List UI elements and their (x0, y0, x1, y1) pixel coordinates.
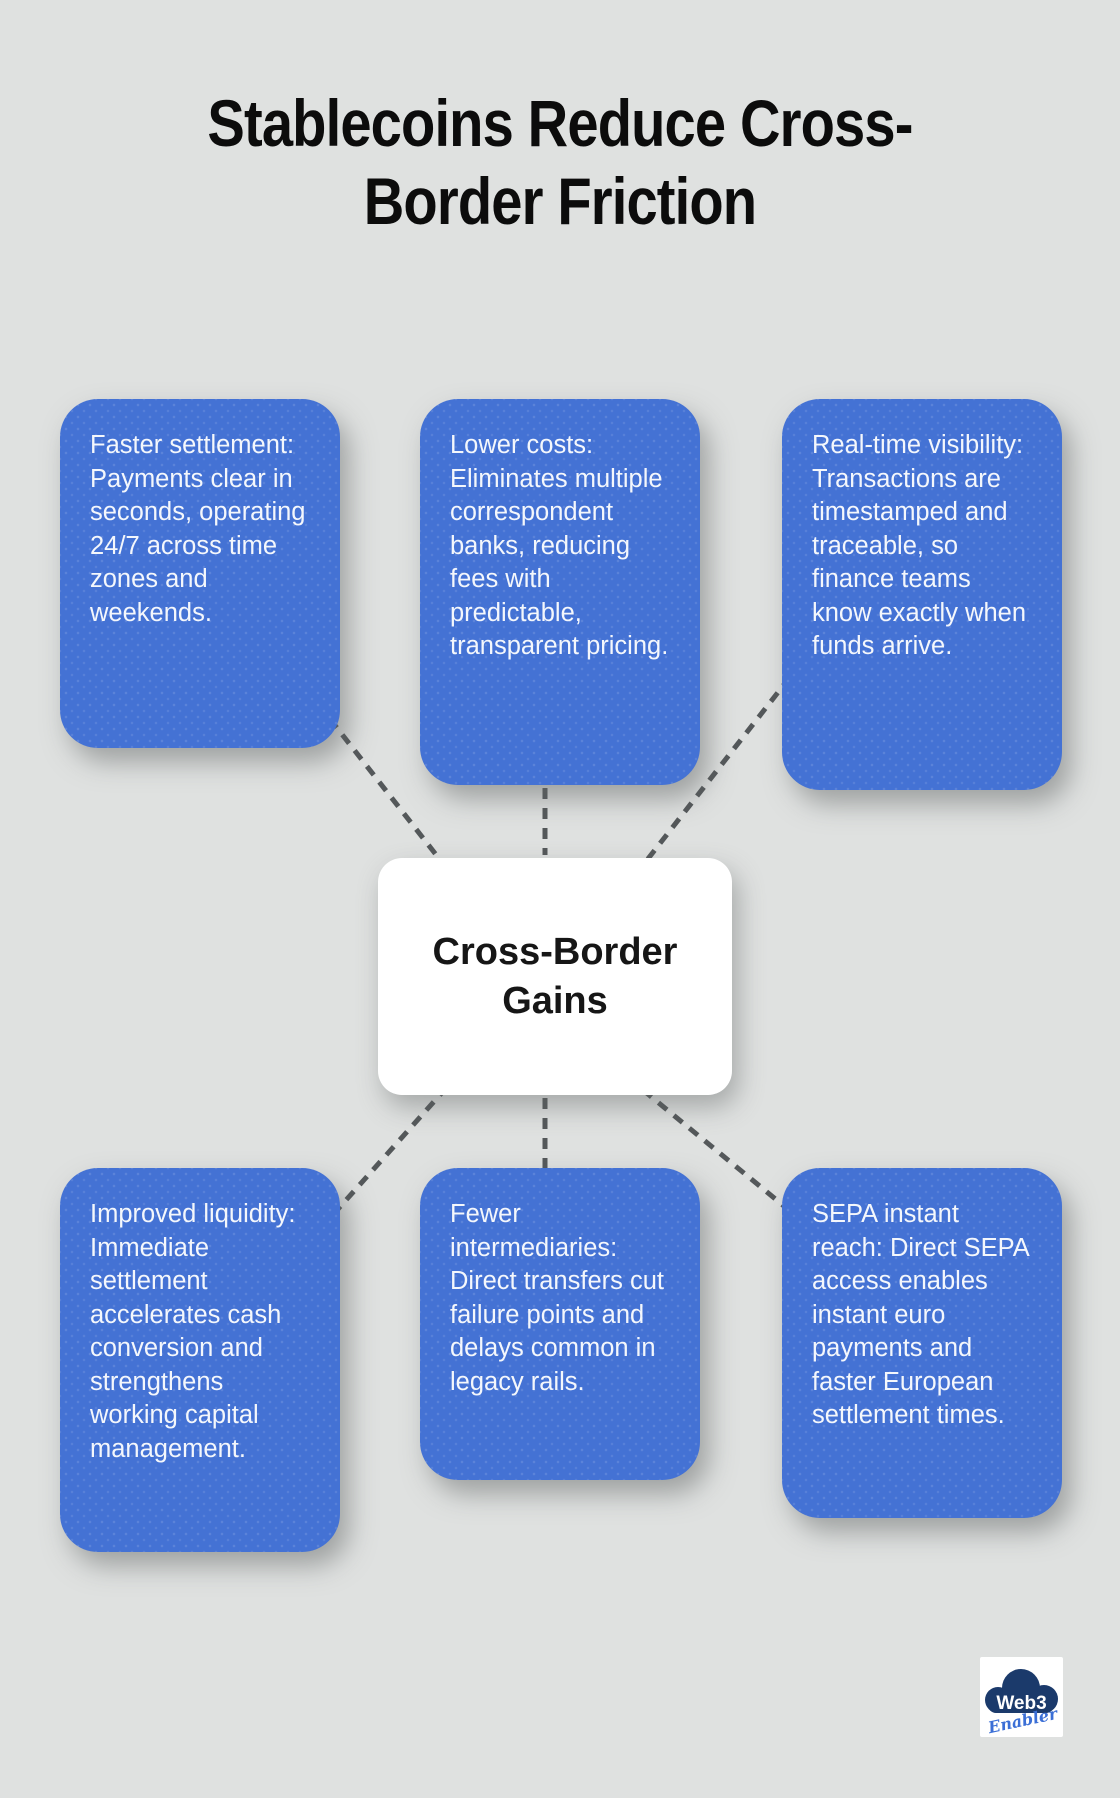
center-topic-label: Cross-Border Gains (432, 930, 678, 1022)
node-lower-costs: Lower costs: Eliminates multiple corresp… (420, 399, 700, 785)
cloud-logo-icon: Web3 Enabler (985, 1669, 1060, 1737)
connector-top-right (638, 675, 792, 871)
node-improved-liquidity: Improved liquidity: Immediate settlement… (60, 1168, 340, 1552)
node-text: Fewer intermediaries: Direct transfers c… (450, 1200, 664, 1396)
node-sepa-instant-reach: SEPA instant reach: Direct SEPA access e… (782, 1168, 1062, 1518)
connector-bottom-left (328, 1085, 449, 1220)
node-real-time-visibility: Real-time visibility: Transactions are t… (782, 399, 1062, 790)
page-title: Stablecoins Reduce Cross-Border Friction (207, 86, 913, 238)
web3-enabler-logo: Web3 Enabler (980, 1657, 1063, 1737)
node-text: Real-time visibility: Transactions are t… (812, 431, 1027, 660)
node-text: Improved liquidity: Immediate settlement… (90, 1200, 296, 1463)
node-text: Faster settlement: Payments clear in sec… (90, 431, 306, 627)
node-text: Lower costs: Eliminates multiple corresp… (450, 431, 669, 660)
node-faster-settlement: Faster settlement: Payments clear in sec… (60, 399, 340, 748)
logo-word-web3: Web3 (996, 1693, 1046, 1714)
node-text: SEPA instant reach: Direct SEPA access e… (812, 1200, 1029, 1429)
node-fewer-intermediaries: Fewer intermediaries: Direct transfers c… (420, 1168, 700, 1480)
center-topic-box: Cross-Border Gains (378, 858, 732, 1095)
